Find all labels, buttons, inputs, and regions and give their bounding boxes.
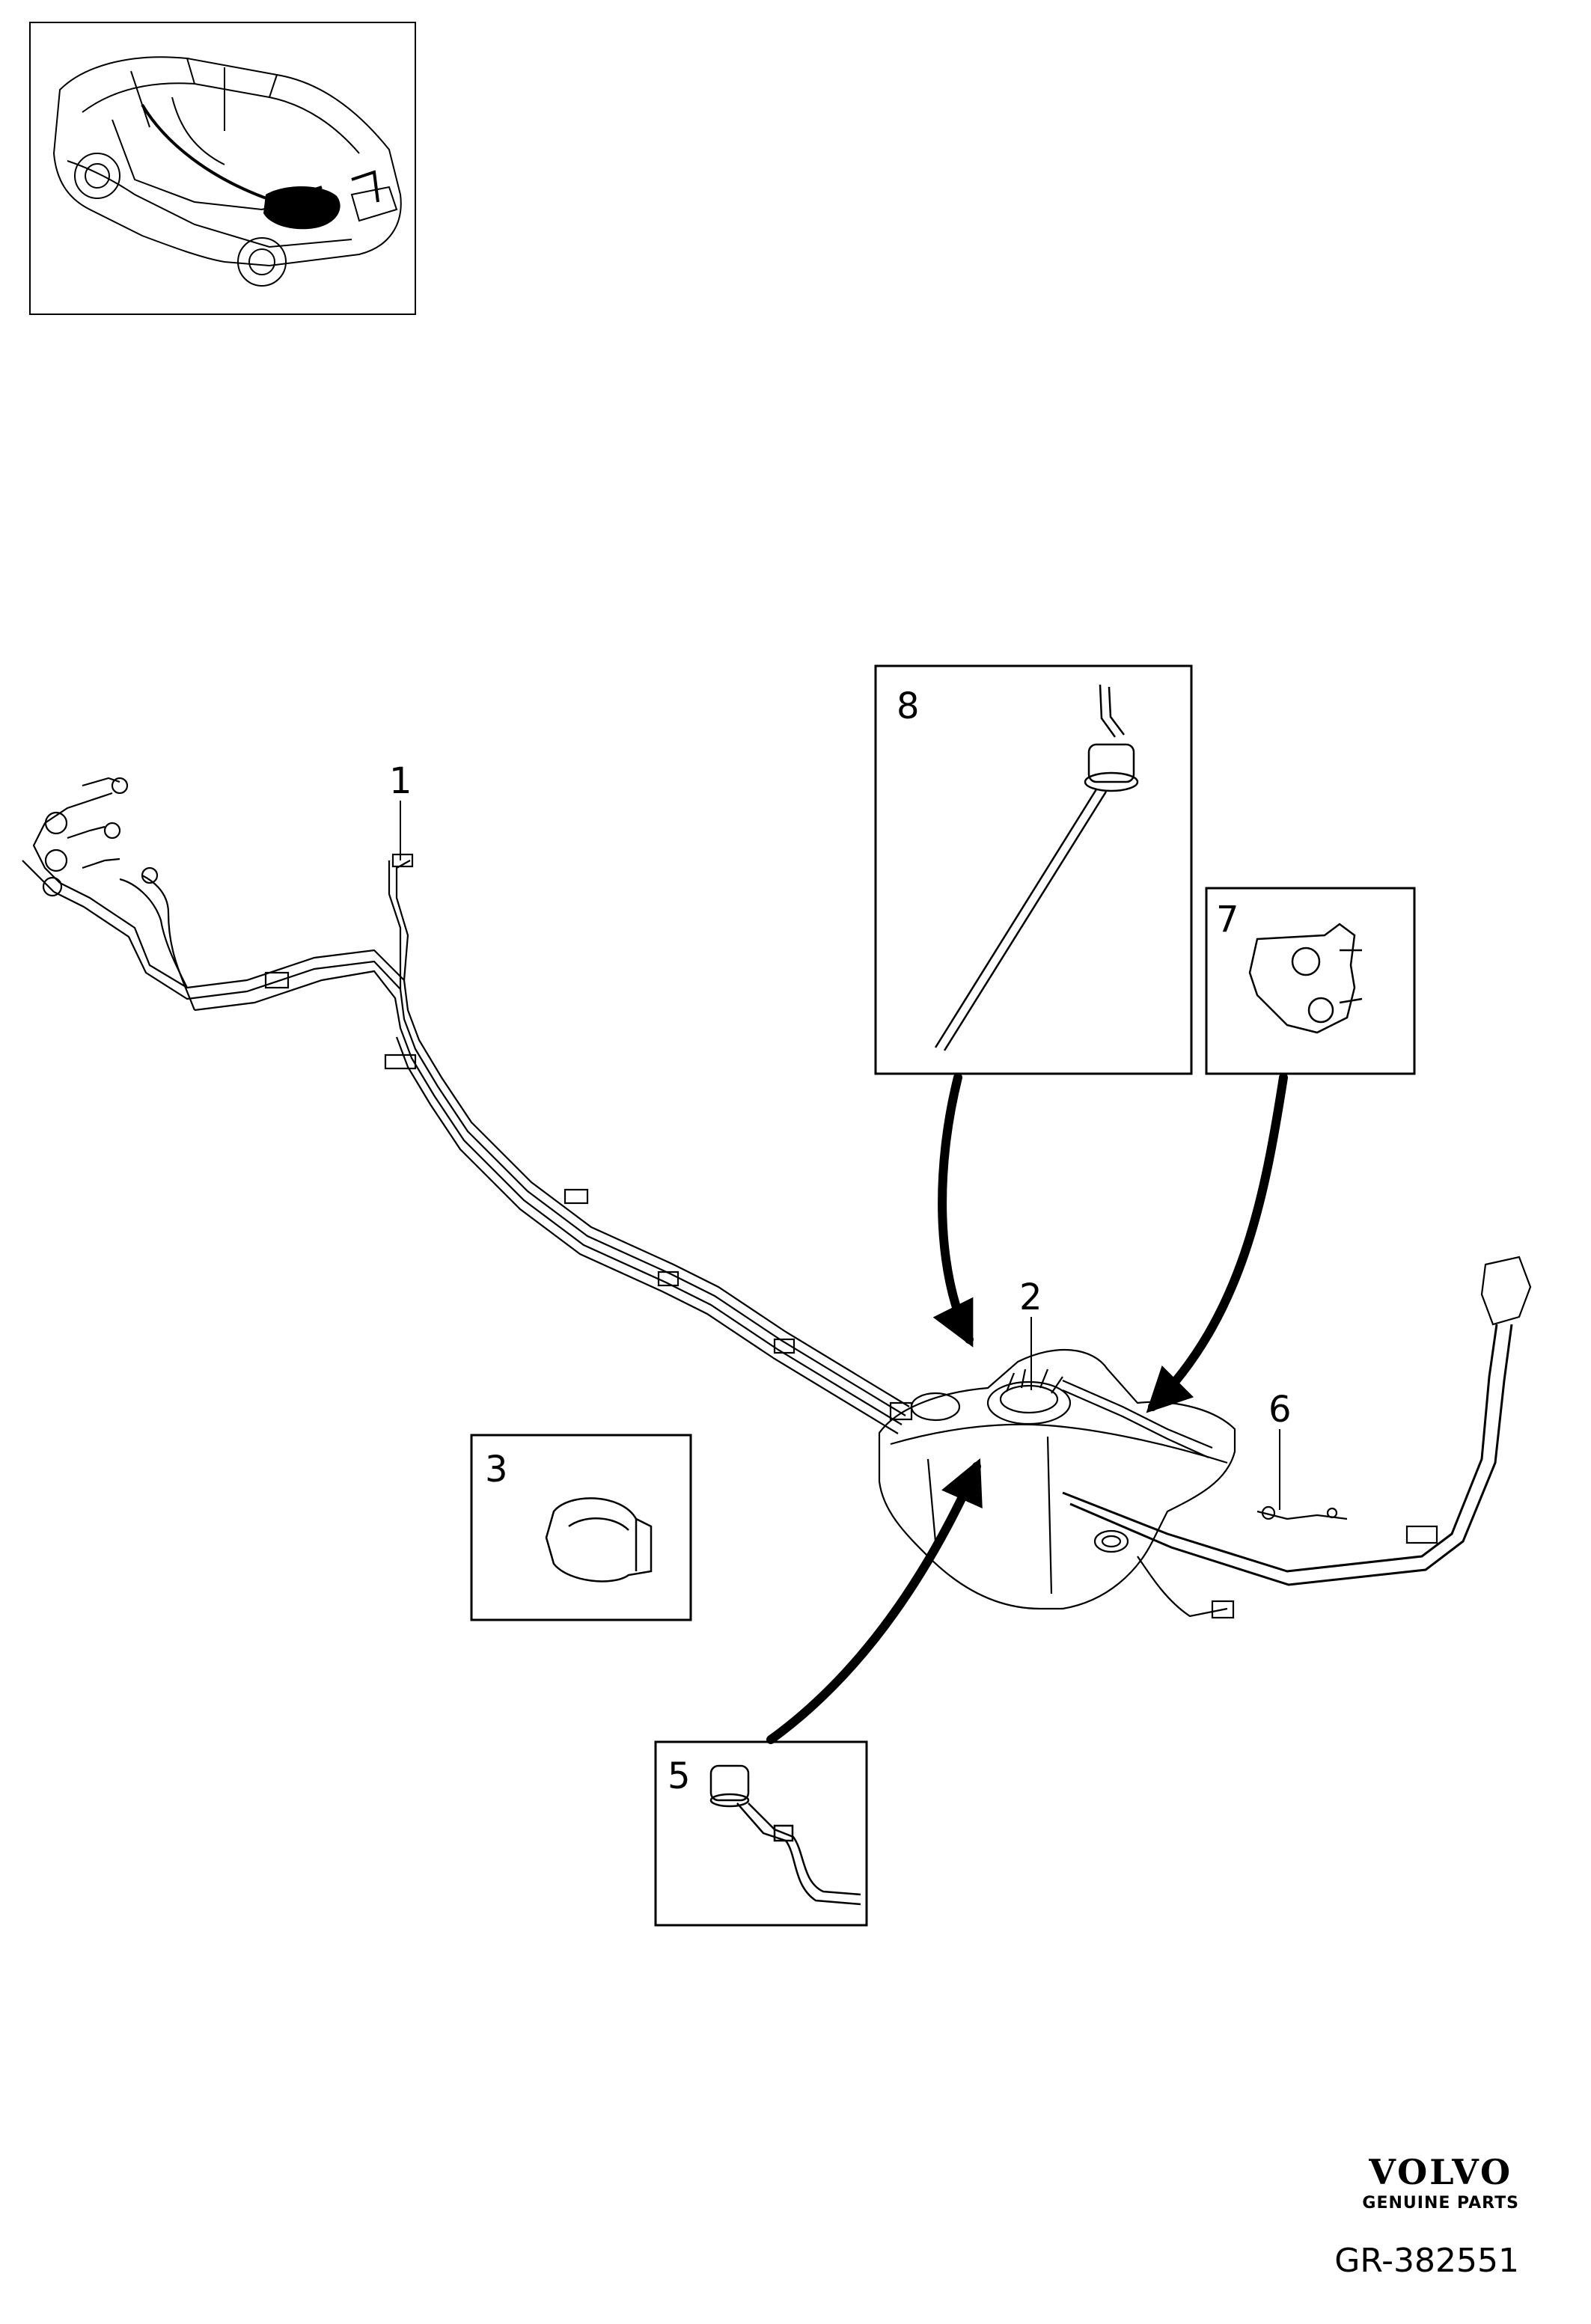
detail-box-7	[1205, 887, 1416, 1075]
callout-2: 2	[1019, 1276, 1042, 1318]
fuel-lines	[22, 777, 913, 1434]
detail-box-3	[470, 1434, 692, 1621]
detail-box-8	[874, 664, 1193, 1075]
callout-5: 5	[668, 1755, 691, 1797]
detail-box-5	[654, 1740, 868, 1927]
callout-6: 6	[1268, 1389, 1292, 1431]
figure-reference: GR-382551	[1334, 2242, 1519, 2280]
vehicle-locator-inset	[29, 22, 416, 315]
callout-8: 8	[897, 685, 920, 727]
callout-1: 1	[389, 760, 412, 802]
brand-name: VOLVO	[1369, 2152, 1513, 2192]
brand-tagline: GENUINE PARTS	[1362, 2194, 1519, 2213]
callout-leaders	[400, 801, 1280, 1510]
callout-3: 3	[485, 1449, 508, 1490]
leader-arrows	[766, 1073, 1288, 1744]
fuel-tank-highlight	[263, 186, 341, 230]
callout-7: 7	[1216, 899, 1239, 941]
fuel-tank	[878, 1256, 1532, 1619]
volvo-logo: VOLVO GENUINE PARTS	[1362, 2155, 1519, 2213]
